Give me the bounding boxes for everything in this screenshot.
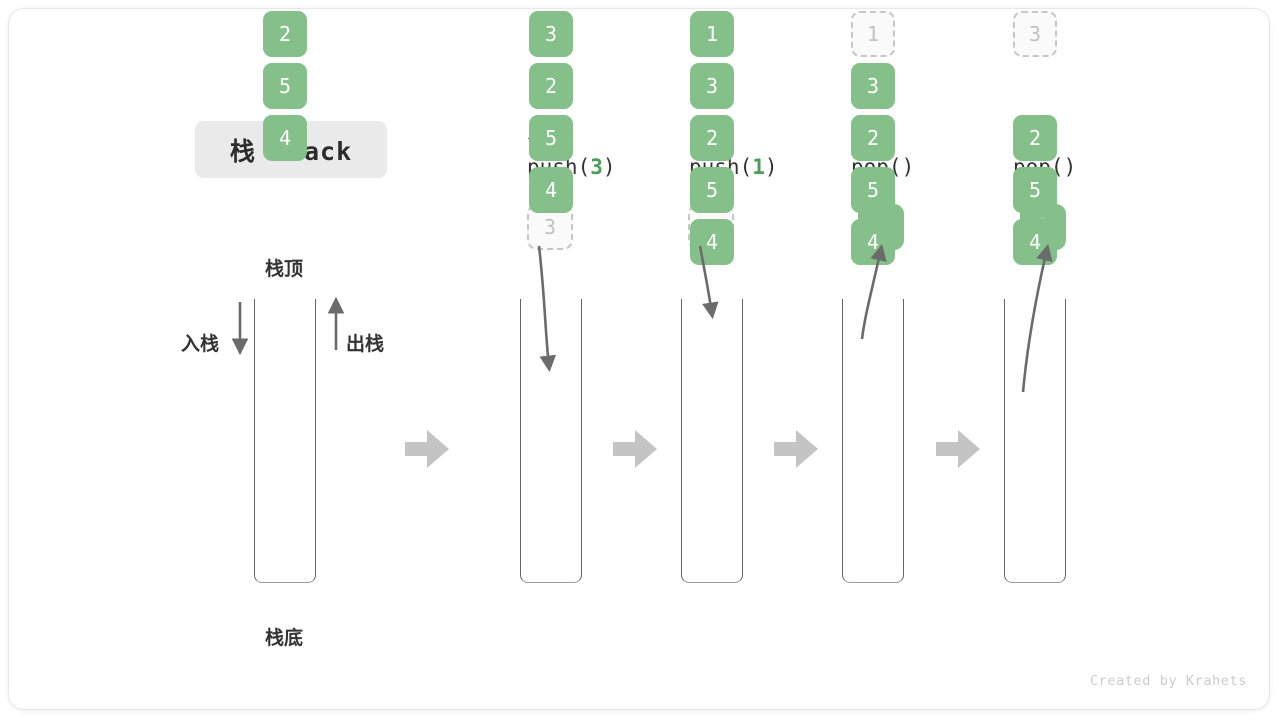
stack-cell: 2 <box>1013 115 1057 161</box>
stack-cell: 3 <box>851 63 895 109</box>
heading-code-suffix: ) <box>764 155 778 179</box>
stack-bottom-label: 栈底 <box>265 627 304 649</box>
stack-cells: 1 3 2 5 4 <box>681 11 743 295</box>
stack-cell: 3 <box>529 11 573 57</box>
stack-cell: 5 <box>851 167 895 213</box>
stack-container <box>254 299 316 583</box>
stack-cell: 4 <box>690 219 734 265</box>
stack-cell: 4 <box>1013 219 1057 265</box>
step-arrow <box>405 430 449 468</box>
stack-cell: 3 <box>690 63 734 109</box>
stack-cell: 4 <box>851 219 895 265</box>
stack-cell: 1 <box>690 11 734 57</box>
stack-cells: 3 2 5 4 <box>1004 11 1066 295</box>
stack-cell-ghost: 3 <box>1013 11 1057 57</box>
stack-cell-ghost: 1 <box>851 11 895 57</box>
stack-cells: 1 3 2 5 4 <box>842 11 904 295</box>
stack-container <box>1004 299 1066 583</box>
step-arrow <box>613 430 657 468</box>
heading-arg: 1 <box>752 155 765 179</box>
step-arrow <box>774 430 818 468</box>
stack-cells: 2 5 4 <box>254 11 316 295</box>
heading-code-suffix: ) <box>1063 155 1077 179</box>
step-arrow <box>936 430 980 468</box>
stack-container <box>681 299 743 583</box>
stack-cell: 4 <box>529 167 573 213</box>
push-direction-label: 入栈 <box>181 333 220 355</box>
stack-cell: 2 <box>263 11 307 57</box>
stack-top-label: 栈顶 <box>265 258 304 280</box>
stack-cell: 4 <box>263 115 307 161</box>
stack-cell: 5 <box>1013 167 1057 213</box>
heading-arg: 3 <box>590 155 603 179</box>
footer-credit: Created by Krahets <box>1089 673 1247 689</box>
stack-cells: 3 2 5 4 <box>520 11 582 295</box>
stack-cell: 2 <box>851 115 895 161</box>
arrow-overlay <box>231 243 1053 468</box>
heading-code-suffix: ) <box>602 155 616 179</box>
pop-direction-label: 出栈 <box>346 333 385 355</box>
stack-cell: 5 <box>529 115 573 161</box>
stack-cell: 5 <box>690 167 734 213</box>
stack-cell: 5 <box>263 63 307 109</box>
stack-container <box>520 299 582 583</box>
stack-cell: 2 <box>690 115 734 161</box>
heading-code-suffix: ) <box>901 155 915 179</box>
stack-container <box>842 299 904 583</box>
stack-cell: 2 <box>529 63 573 109</box>
diagram-card: 栈 Stack 栈顶 栈底 入栈 出栈 入栈 push(3) 入栈 push(1… <box>8 8 1270 710</box>
